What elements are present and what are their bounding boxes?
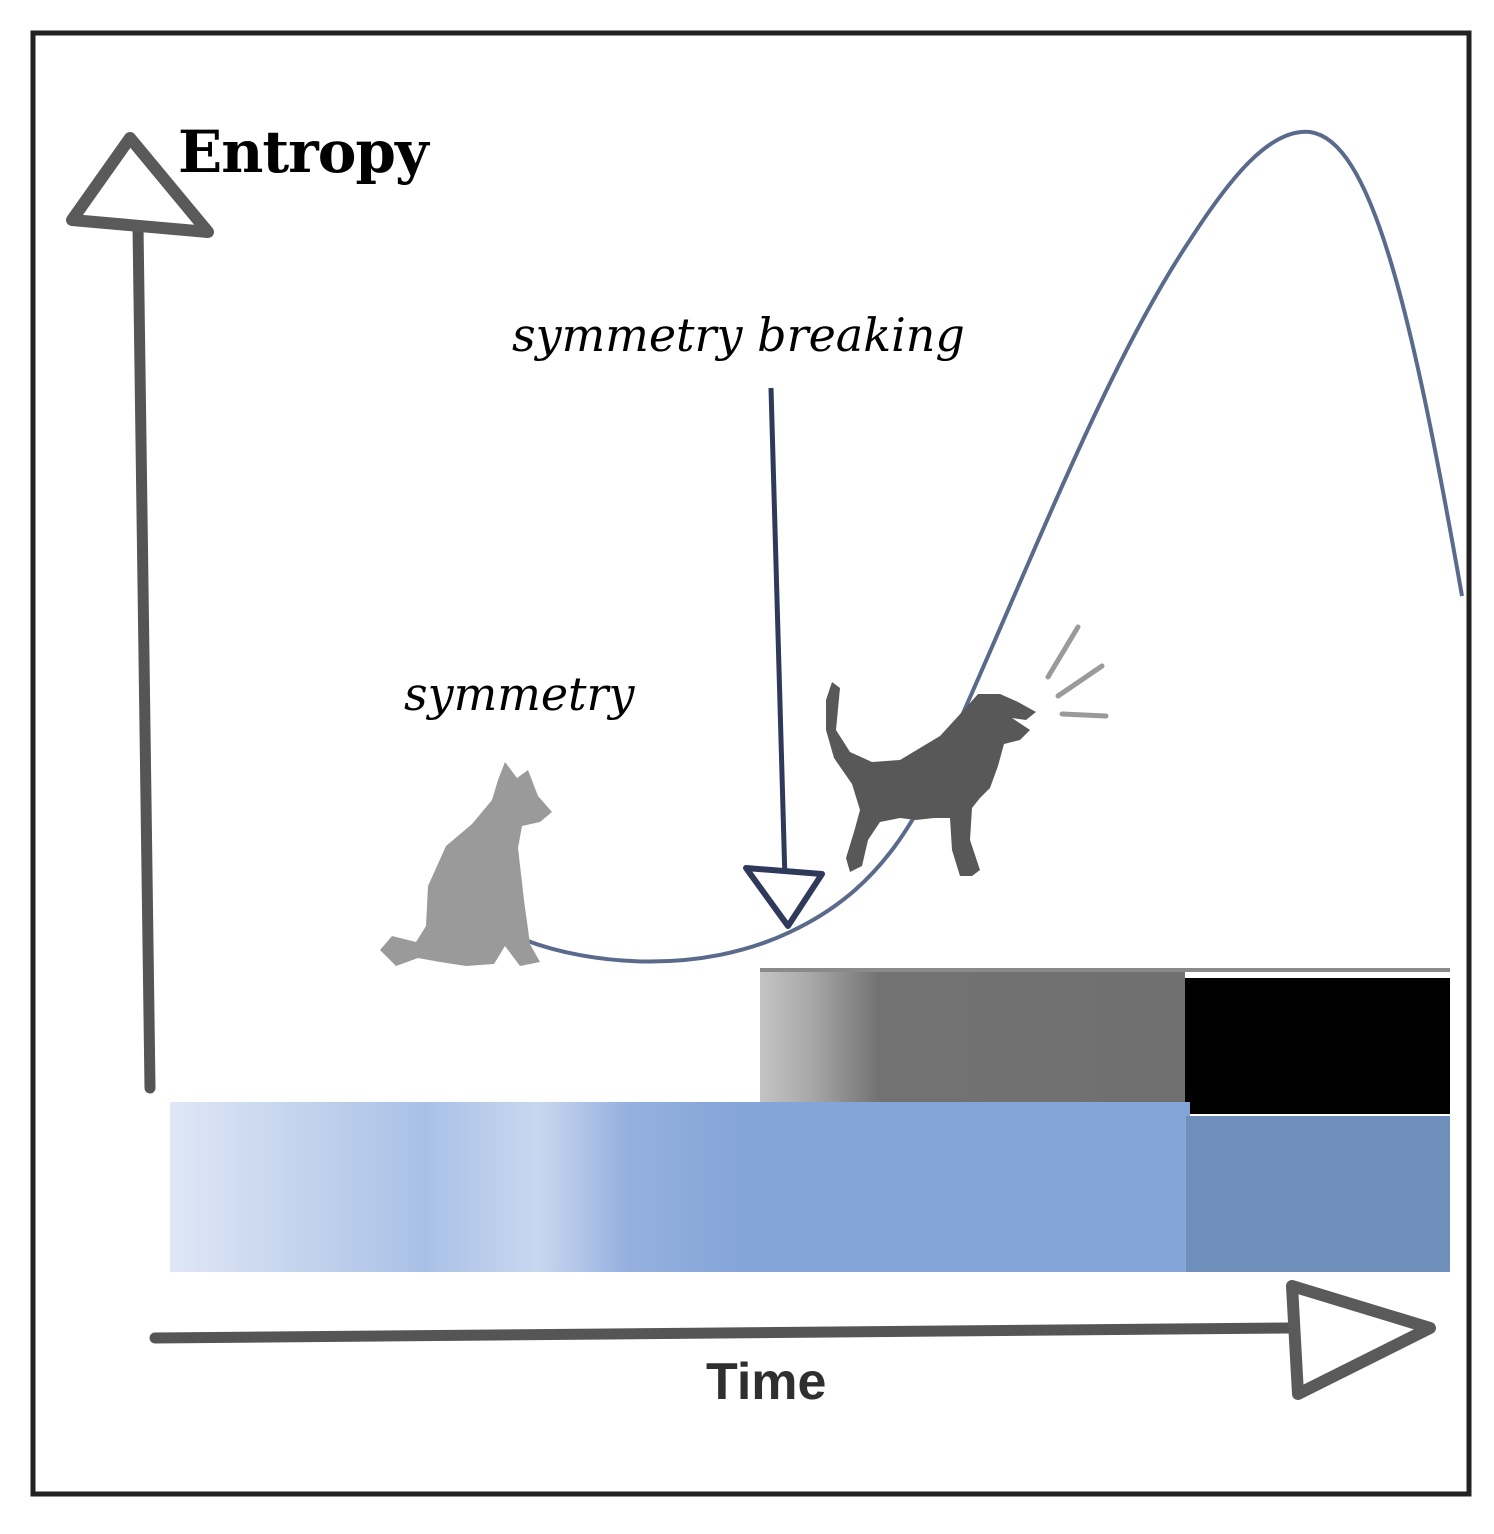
sound-lines-icon <box>1048 627 1106 716</box>
gray-bar <box>760 970 1185 1108</box>
barking-dog-icon <box>826 682 1036 876</box>
entropy-curve <box>525 132 1462 962</box>
x-axis-label: Time <box>706 1352 826 1412</box>
sitting-dog-icon <box>380 762 552 966</box>
blue-bar <box>170 1102 1190 1272</box>
symmetry-breaking-pointer-head <box>746 868 822 926</box>
symmetry-label: symmetry <box>404 667 635 721</box>
x-axis-line <box>155 1328 1290 1338</box>
black-bar <box>1185 978 1450 1114</box>
frame-border <box>33 33 1469 1494</box>
symmetry-breaking-label: symmetry breaking <box>512 308 965 362</box>
y-axis-label: Entropy <box>178 118 428 186</box>
y-axis-line <box>138 226 150 1088</box>
blue-bar-dark <box>1186 1116 1450 1272</box>
x-axis-arrowhead <box>1292 1286 1430 1394</box>
gray-bar-top-edge <box>760 968 1450 972</box>
symmetry-breaking-pointer-line <box>771 388 785 880</box>
